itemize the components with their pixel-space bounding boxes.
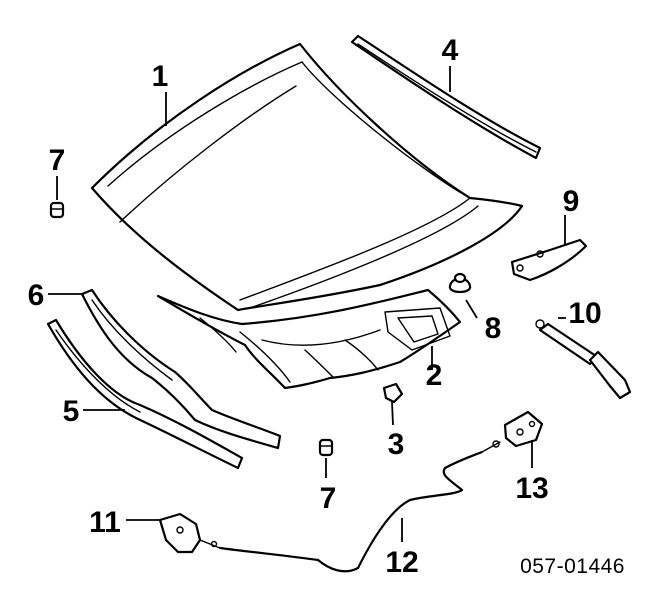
- callout-1: 1: [152, 60, 169, 93]
- hood-panel: [90, 42, 524, 312]
- callout-7-upper: 7: [49, 144, 66, 177]
- callout-6: 6: [28, 279, 45, 312]
- callout-2: 2: [426, 359, 443, 392]
- callout-13: 13: [515, 472, 548, 505]
- hood-latch: [503, 410, 544, 448]
- hood-stopper: [448, 272, 472, 294]
- callout-11: 11: [89, 506, 121, 539]
- callout-9: 9: [563, 185, 580, 218]
- release-handle: [158, 512, 221, 554]
- release-cable: [218, 440, 501, 573]
- hood-hinge: [510, 238, 588, 282]
- callout-12: 12: [385, 546, 418, 579]
- callout-5: 5: [63, 395, 80, 428]
- callout-8: 8: [485, 312, 502, 345]
- hood-inner-frame: [156, 288, 462, 390]
- callout-4: 4: [442, 34, 459, 67]
- hood-bumper-lower: [318, 438, 334, 457]
- callout-3: 3: [388, 428, 405, 461]
- retaining-clip: [382, 382, 404, 404]
- hood-weatherstrip: [350, 34, 542, 160]
- hood-support-strut: [535, 319, 632, 400]
- hood-bumper-upper: [49, 201, 65, 219]
- diagram-code: 057-01446: [520, 555, 625, 578]
- callout-10: 10: [568, 297, 601, 330]
- leader-lines: [48, 66, 566, 542]
- callout-7-lower: 7: [320, 482, 337, 515]
- front-seal-lower: [46, 318, 244, 470]
- front-seal-upper: [80, 288, 282, 450]
